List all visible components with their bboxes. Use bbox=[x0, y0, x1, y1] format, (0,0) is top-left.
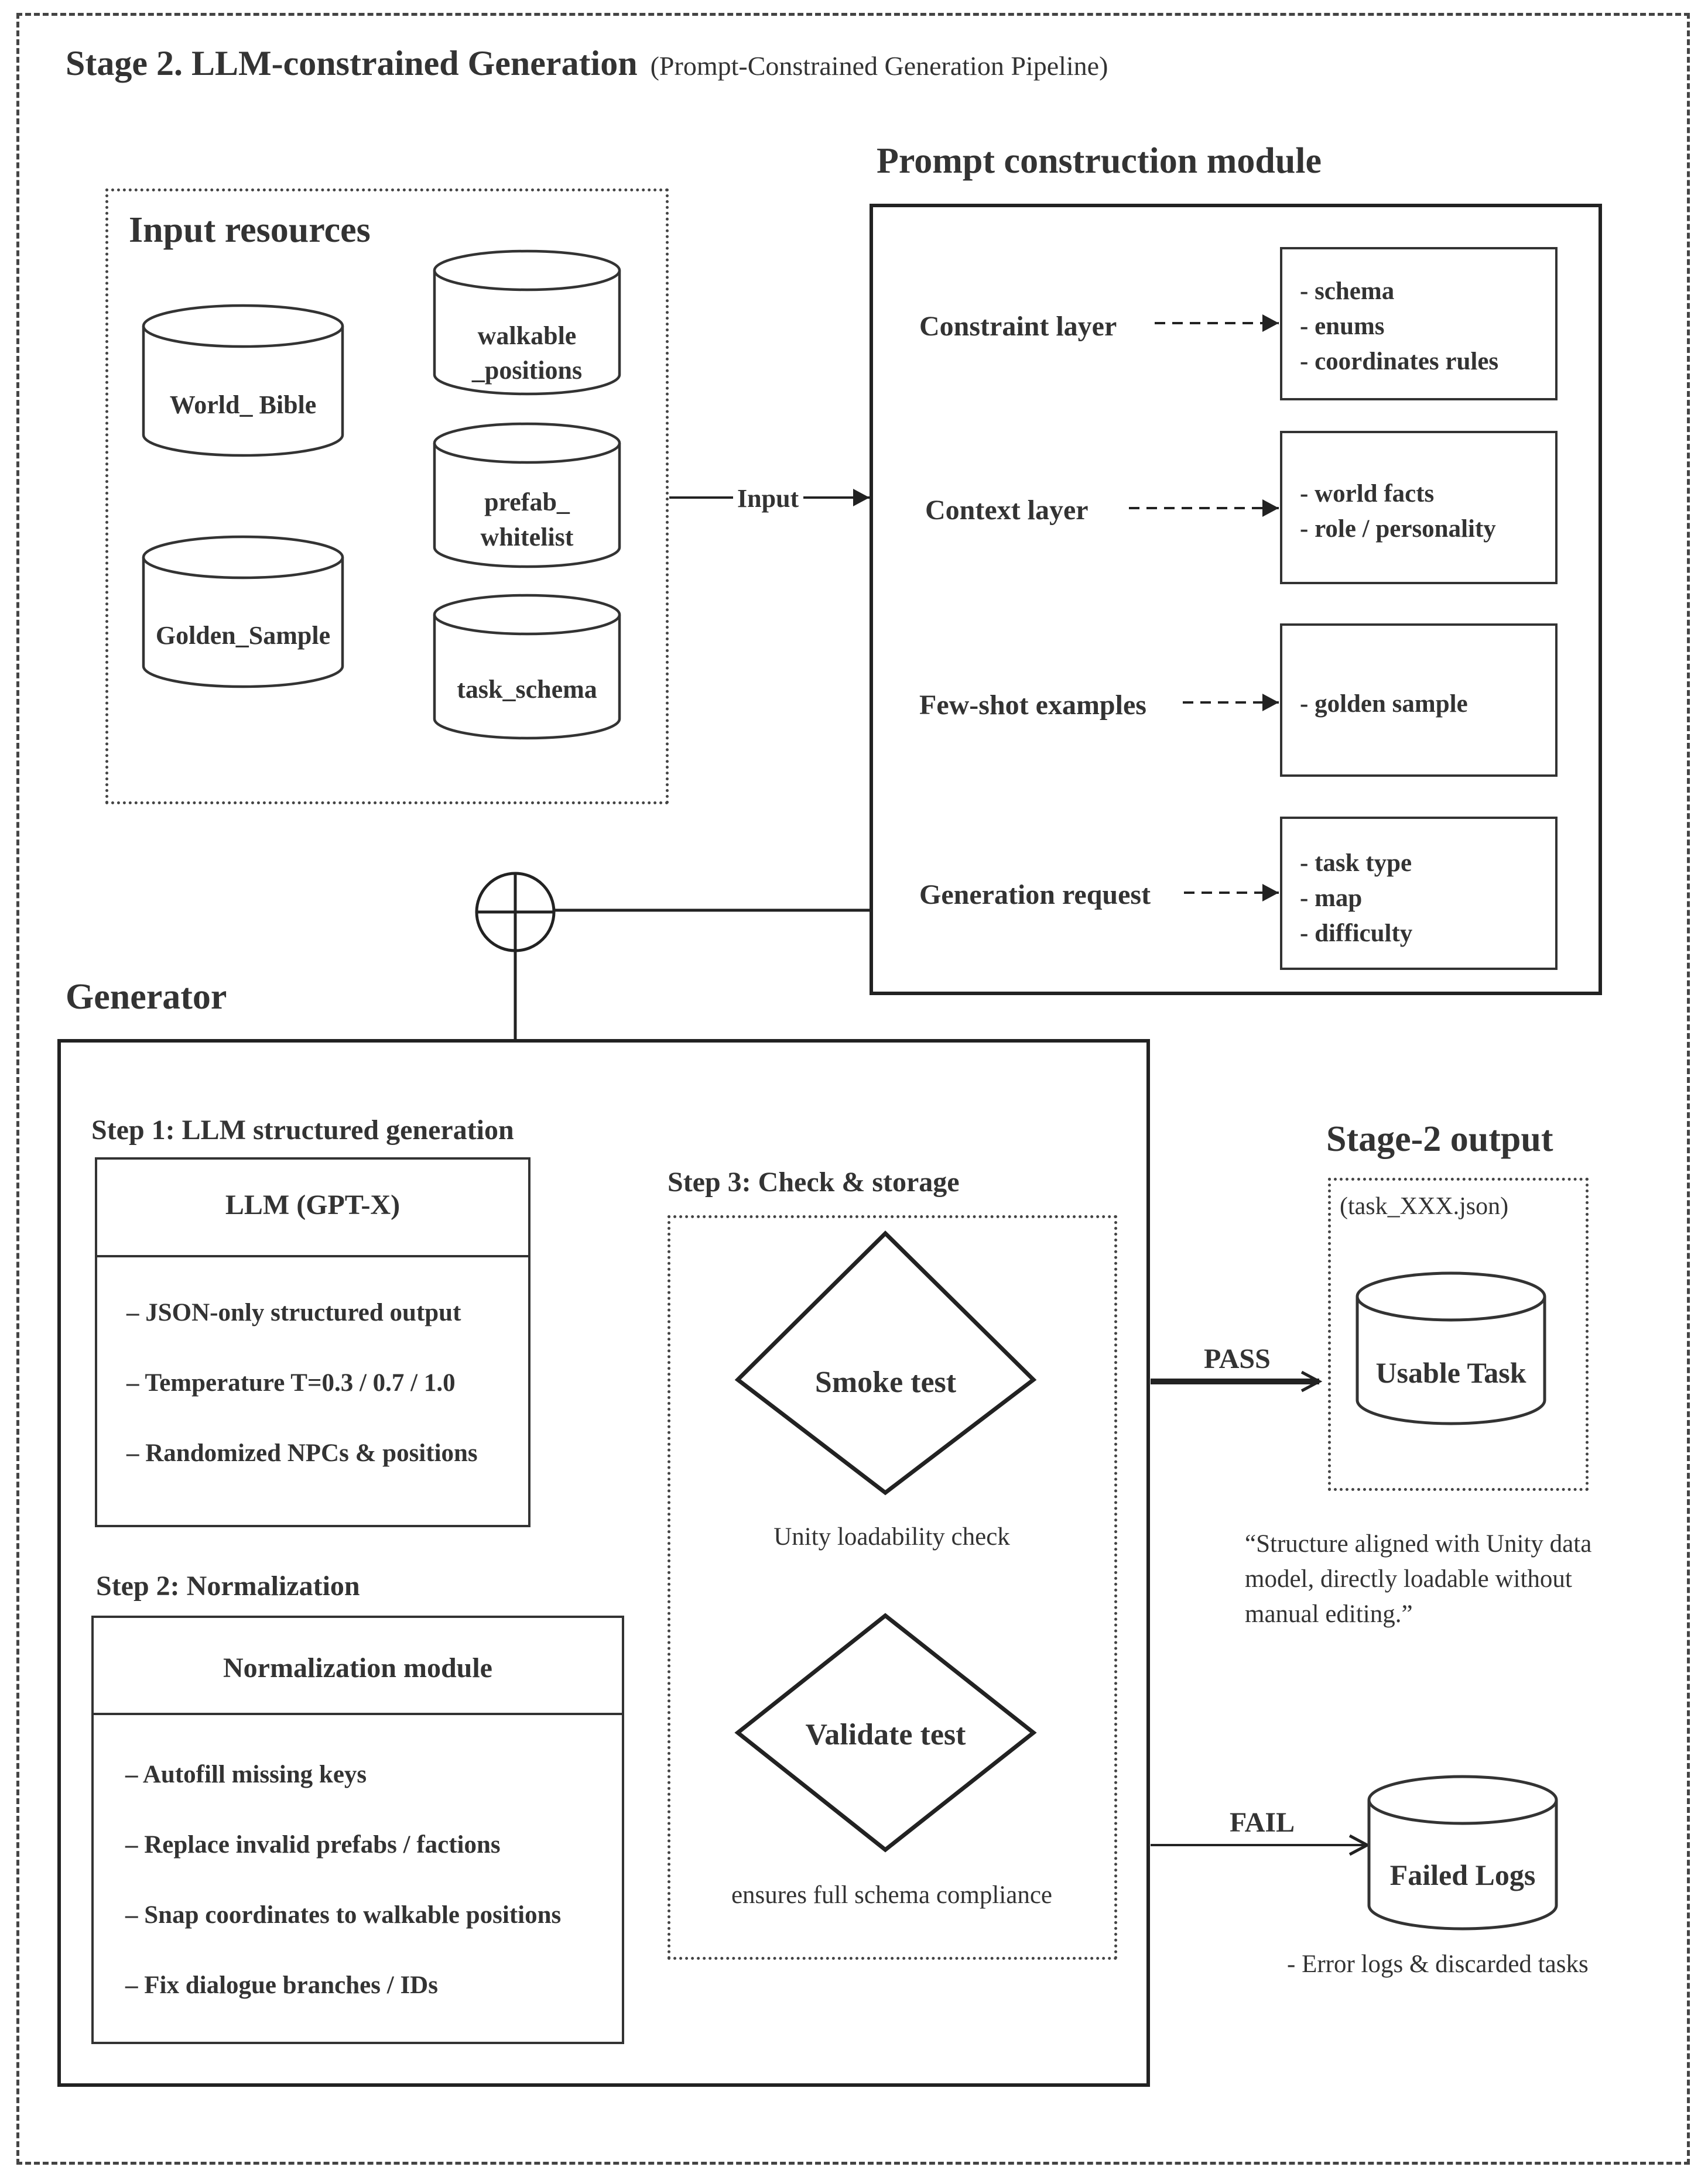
prompt-module-panel bbox=[870, 204, 1602, 995]
normalization-box-title: Normalization module bbox=[223, 1652, 492, 1684]
cylinder-walkable-positions bbox=[433, 249, 621, 396]
cylinder-failed-logs bbox=[1367, 1775, 1558, 1931]
generation-request-box: - task type - map - difficulty bbox=[1280, 817, 1558, 970]
constraint-item: - schema bbox=[1300, 277, 1395, 305]
cylinder-prefab-whitelist bbox=[433, 422, 621, 568]
step3-heading: Step 3: Check & storage bbox=[668, 1167, 960, 1198]
input-resources-panel bbox=[105, 188, 669, 804]
prefab-label-2: whitelist bbox=[480, 523, 574, 551]
failed-caption: - Error logs & discarded tasks bbox=[1287, 1950, 1589, 1978]
golden-sample-label: Golden_Sample bbox=[155, 621, 331, 650]
normalization-box-divider bbox=[94, 1713, 622, 1715]
generation-item: - task type bbox=[1300, 849, 1412, 877]
generation-request-label: Generation request bbox=[919, 879, 1151, 910]
step2-heading: Step 2: Normalization bbox=[96, 1571, 360, 1602]
output-heading: Stage-2 output bbox=[1326, 1119, 1553, 1159]
step1-heading: Step 1: LLM structured generation bbox=[91, 1115, 514, 1146]
junction-circle-plus bbox=[475, 872, 556, 952]
title: Stage 2. LLM-constrained Generation (Pro… bbox=[66, 46, 1108, 81]
smoke-test-label: Smoke test bbox=[814, 1366, 957, 1399]
llm-item: – Randomized NPCs & positions bbox=[126, 1439, 478, 1467]
cylinder-golden-sample bbox=[142, 535, 344, 688]
validate-test-label: Validate test bbox=[805, 1718, 966, 1751]
normalization-item: – Fix dialogue branches / IDs bbox=[125, 1972, 438, 1999]
llm-box-divider bbox=[97, 1255, 528, 1257]
fail-label: FAIL bbox=[1230, 1807, 1295, 1838]
output-quote-line: manual editing.” bbox=[1245, 1600, 1413, 1628]
title-sub: (Prompt-Constrained Generation Pipeline) bbox=[650, 51, 1108, 81]
stage-frame bbox=[16, 13, 1690, 2165]
few-shot-item: - golden sample bbox=[1300, 690, 1468, 718]
llm-item: – Temperature T=0.3 / 0.7 / 1.0 bbox=[126, 1369, 456, 1397]
constraint-item: - coordinates rules bbox=[1300, 348, 1499, 375]
generator-panel bbox=[57, 1039, 1150, 2087]
input-resources-heading: Input resources bbox=[129, 210, 371, 250]
prefab-label-1: prefab_ bbox=[484, 488, 570, 516]
validate-test-caption: ensures full schema compliance bbox=[731, 1881, 1053, 1909]
constraint-item: - enums bbox=[1300, 313, 1385, 340]
normalization-item: – Snap coordinates to walkable positions bbox=[125, 1901, 562, 1929]
llm-box-title: LLM (GPT-X) bbox=[225, 1189, 401, 1220]
context-layer-label: Context layer bbox=[925, 495, 1089, 526]
world-bible-label: World_ Bible bbox=[169, 390, 317, 419]
few-shot-box: - golden sample bbox=[1280, 623, 1558, 777]
usable-task-label: Usable Task bbox=[1375, 1356, 1526, 1389]
output-quote-line: “Structure aligned with Unity data bbox=[1245, 1530, 1592, 1558]
output-quote-line: model, directly loadable without bbox=[1245, 1565, 1572, 1593]
smoke-test-caption: Unity loadability check bbox=[773, 1523, 1010, 1551]
constraint-layer-box: - schema - enums - coordinates rules bbox=[1280, 247, 1558, 400]
cylinder-world-bible bbox=[142, 304, 344, 457]
few-shot-label: Few-shot examples bbox=[919, 690, 1146, 721]
walkable-label-2: _positions bbox=[471, 356, 583, 385]
failed-logs-label: Failed Logs bbox=[1389, 1859, 1536, 1891]
prompt-module-heading: Prompt construction module bbox=[877, 141, 1322, 181]
context-item: - role / personality bbox=[1300, 515, 1496, 543]
output-panel bbox=[1328, 1178, 1589, 1491]
constraint-layer-label: Constraint layer bbox=[919, 311, 1117, 342]
check-storage-panel bbox=[668, 1215, 1117, 1960]
walkable-label-1: walkable bbox=[477, 321, 577, 350]
validate-test-diamond bbox=[734, 1613, 1037, 1853]
task-schema-label: task_schema bbox=[457, 675, 597, 704]
generator-heading: Generator bbox=[66, 977, 227, 1017]
llm-box: LLM (GPT-X) – JSON-only structured outpu… bbox=[95, 1157, 530, 1527]
output-file-label: (task_XXX.json) bbox=[1340, 1193, 1509, 1220]
llm-item: – JSON-only structured output bbox=[126, 1299, 461, 1326]
generation-item: - difficulty bbox=[1300, 920, 1413, 947]
normalization-item: – Replace invalid prefabs / factions bbox=[125, 1831, 501, 1859]
normalization-item: – Autofill missing keys bbox=[125, 1761, 367, 1788]
context-layer-box: - world facts - role / personality bbox=[1280, 431, 1558, 584]
generation-item: - map bbox=[1300, 884, 1363, 912]
normalization-box: Normalization module – Autofill missing … bbox=[91, 1616, 624, 2044]
smoke-test-diamond bbox=[734, 1230, 1037, 1496]
context-item: - world facts bbox=[1300, 480, 1435, 508]
input-arrow-label: Input bbox=[735, 486, 802, 512]
cylinder-task-schema bbox=[433, 594, 621, 740]
pass-label: PASS bbox=[1204, 1343, 1271, 1374]
title-main: Stage 2. LLM-constrained Generation bbox=[66, 44, 638, 83]
cylinder-usable-task bbox=[1356, 1271, 1546, 1425]
